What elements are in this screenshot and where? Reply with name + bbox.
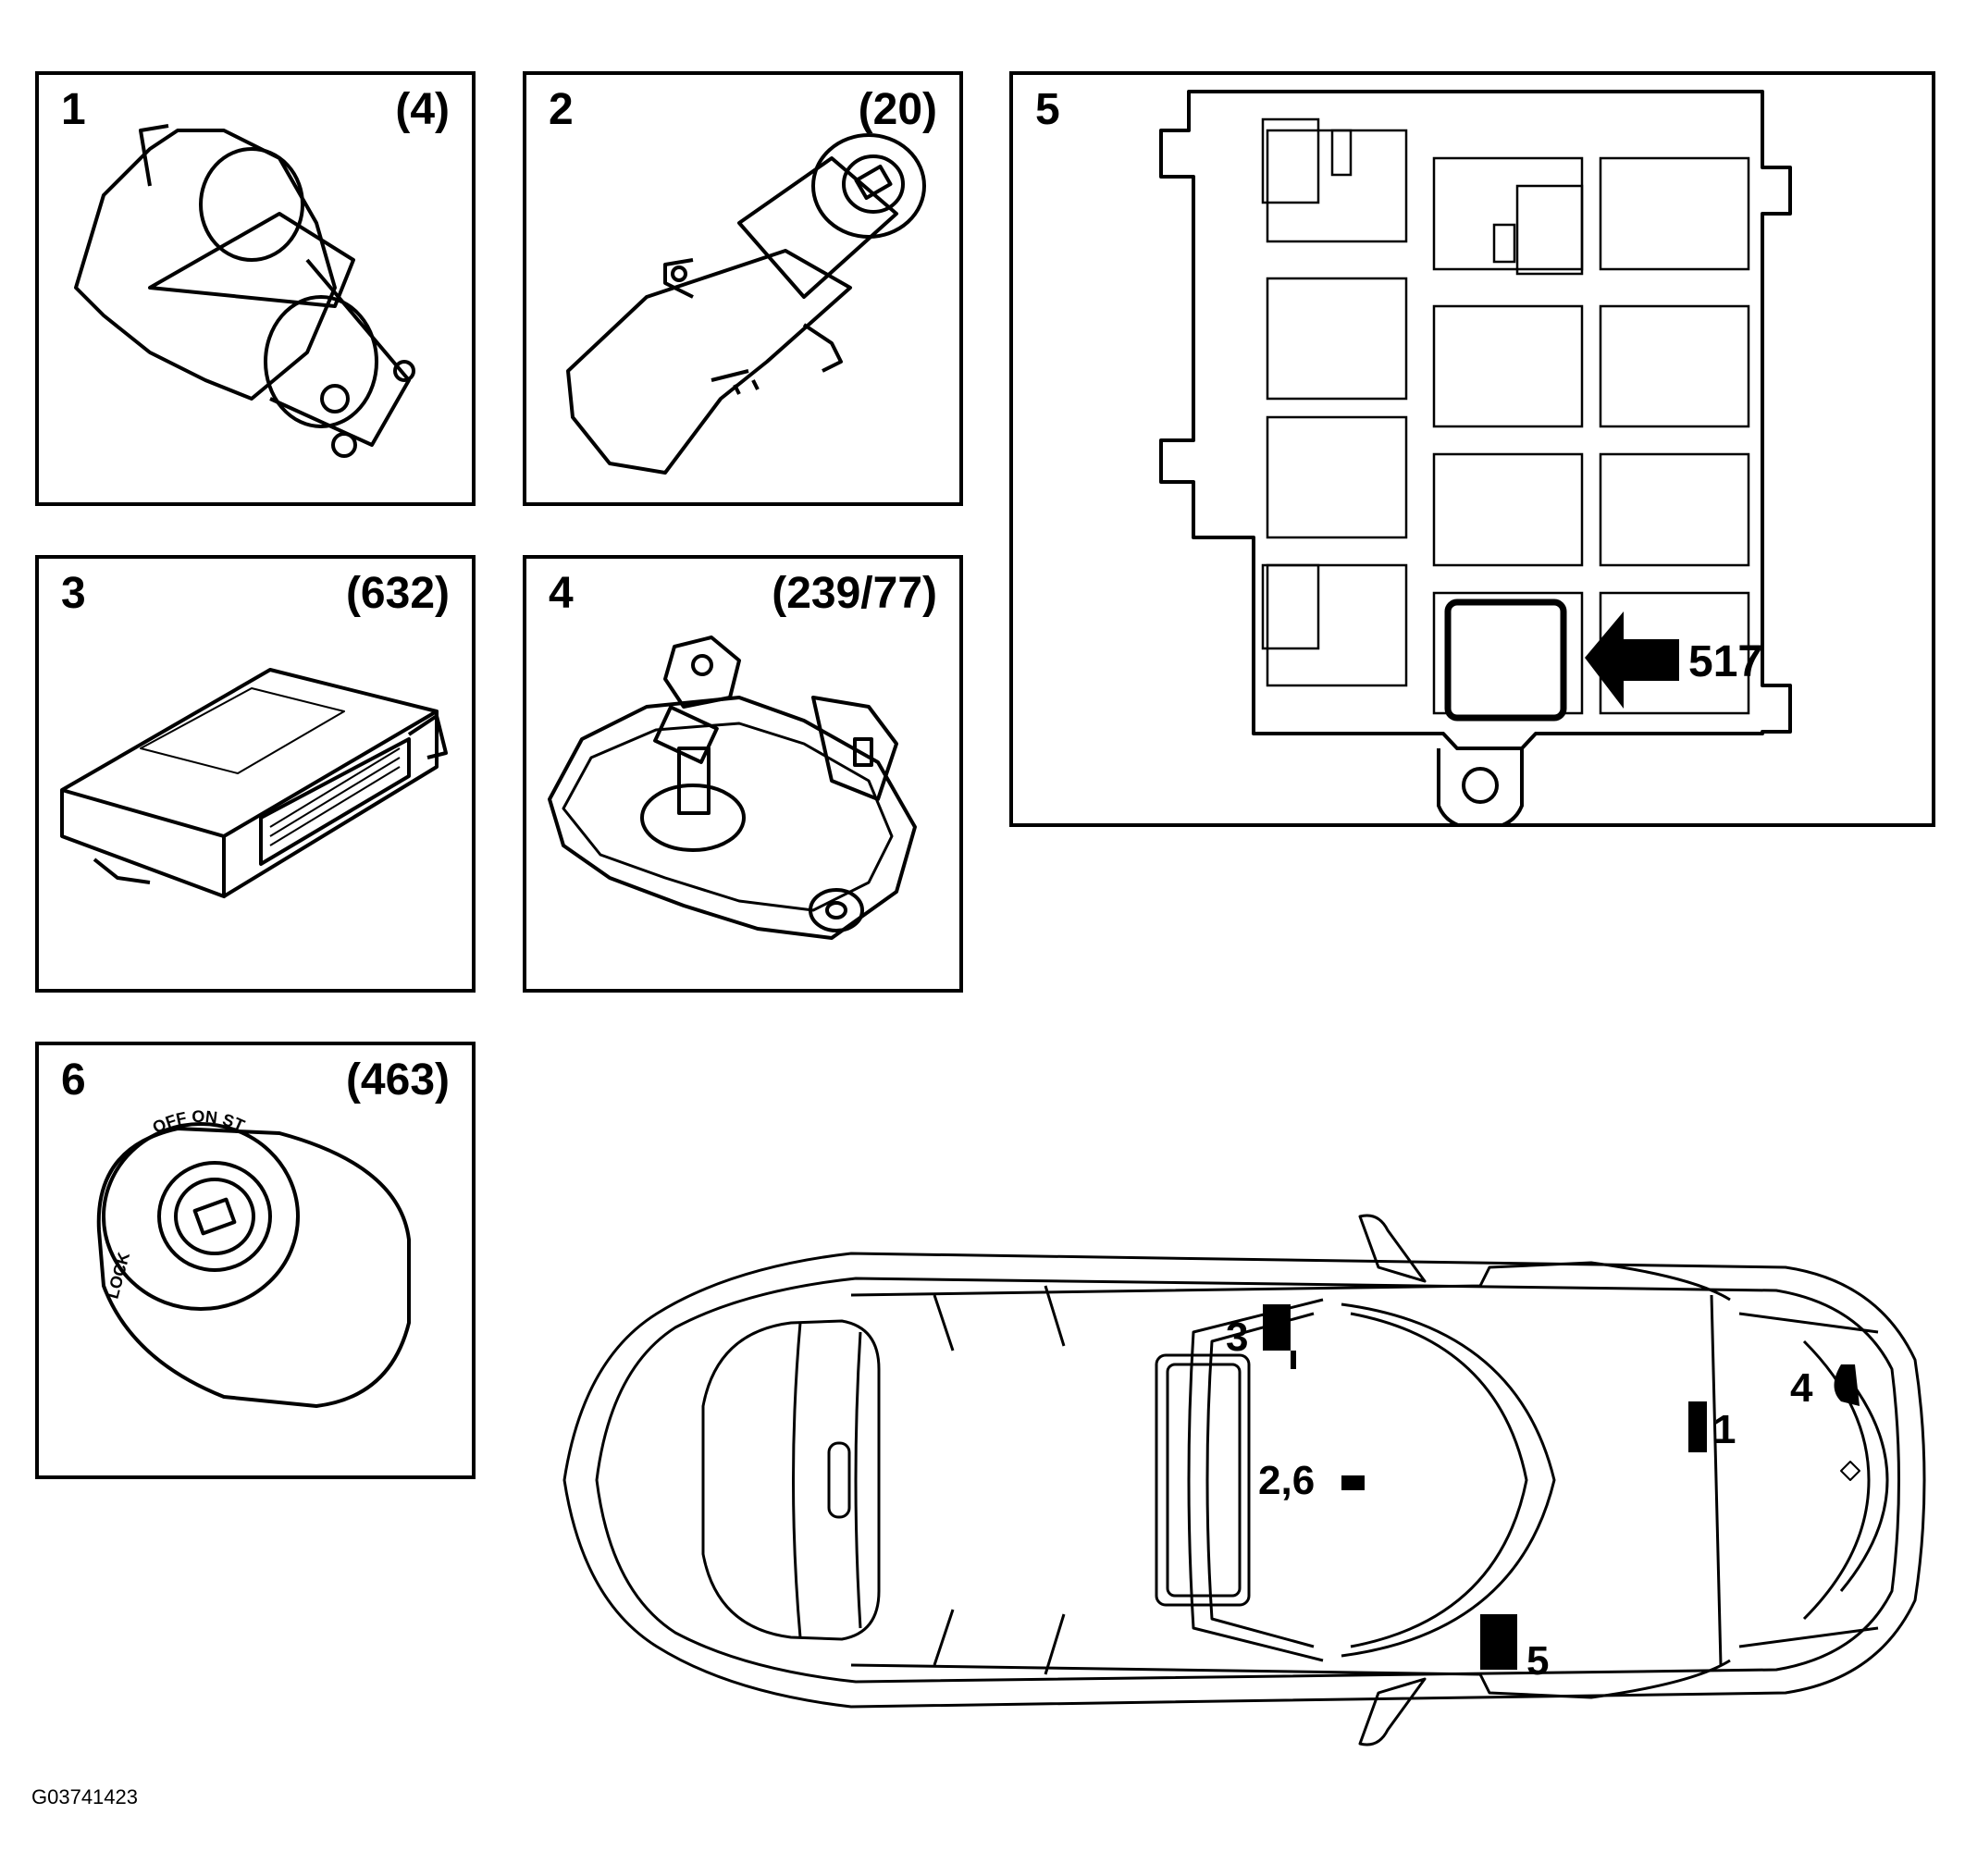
panel-number: 5 <box>1035 85 1060 134</box>
panel-reference: (4) <box>395 85 450 134</box>
figure-id: G03741423 <box>31 1785 138 1808</box>
relay-box-icon: 517 <box>1159 90 1792 823</box>
panel-reference: (239/77) <box>772 569 937 618</box>
lock-label: LOCK <box>104 1251 134 1301</box>
panel-4-range-switch: 4 (239/77) <box>523 555 963 993</box>
vehicle-label-4: 4 <box>1790 1365 1813 1411</box>
panel-6-ignition-lock: OFF ON ST LOCK 6 (463) <box>35 1042 476 1479</box>
panel-1-starter: 1 (4) <box>35 71 476 506</box>
vehicle-label-2-6: 2,6 <box>1258 1458 1315 1503</box>
vehicle-label-3: 3 <box>1226 1314 1248 1360</box>
panel-2-ignition-switch: 2 (20) <box>523 71 963 506</box>
panel-number: 4 <box>549 569 574 618</box>
panel-reference: (463) <box>345 1055 450 1105</box>
panel-number: 3 <box>61 569 86 618</box>
control-module-icon <box>60 668 448 898</box>
panel-number: 2 <box>549 85 574 134</box>
ignition-switch-assembly-icon <box>566 133 926 475</box>
panel-5-relay-box: 517 5 <box>1009 71 1935 827</box>
car-top-view-icon: 3 2,6 1 4 5 <box>562 1214 1926 1746</box>
panel-reference: (20) <box>858 85 937 134</box>
ignition-lock-icon: OFF ON ST LOCK <box>96 1107 411 1408</box>
range-selector-switch-icon <box>548 636 917 940</box>
panel-3-control-module: 3 (632) <box>35 555 476 993</box>
panel-number: 1 <box>61 85 86 134</box>
starter-motor-icon <box>74 124 415 458</box>
panel-number: 6 <box>61 1055 86 1105</box>
vehicle-label-5: 5 <box>1526 1638 1549 1684</box>
panel-reference: (632) <box>345 569 450 618</box>
relay-callout: 517 <box>1688 637 1762 686</box>
vehicle-label-1: 1 <box>1713 1407 1736 1452</box>
